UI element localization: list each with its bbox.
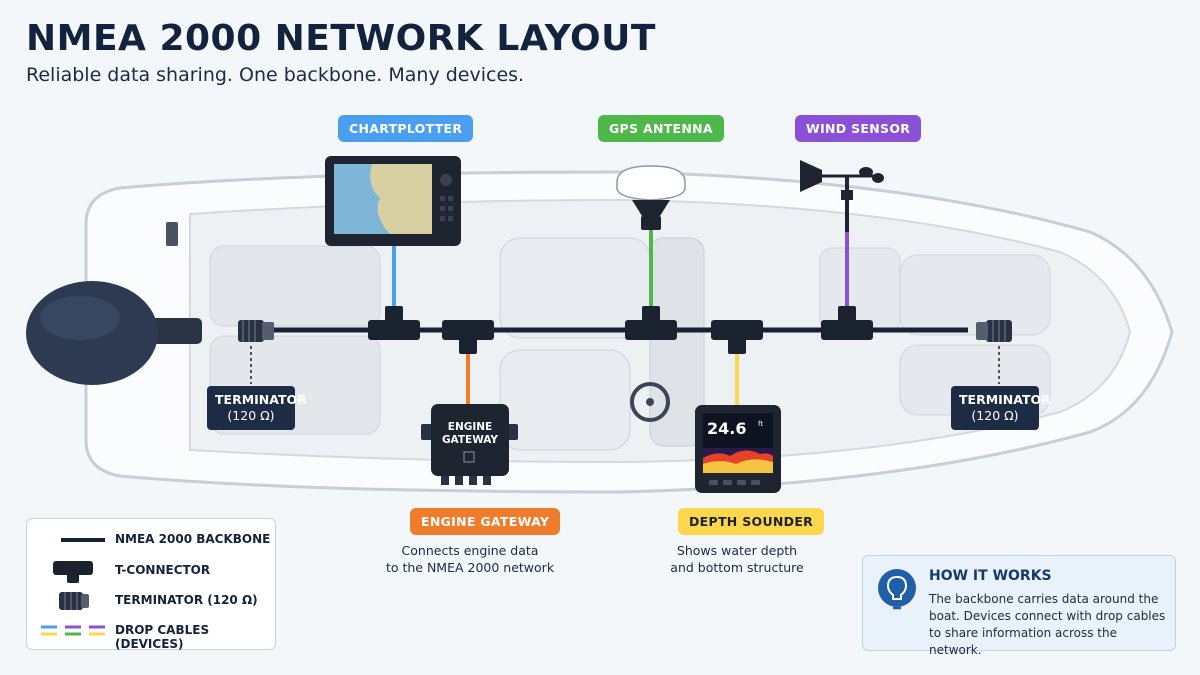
engine-gateway-label: ENGINE GATEWAY <box>410 508 561 535</box>
terminator-legend-icon <box>59 592 89 610</box>
t-connector <box>821 306 873 340</box>
engine-gateway-caption: Connects engine data to the NMEA 2000 ne… <box>385 543 555 575</box>
t-connector <box>368 306 420 340</box>
page-title: NMEA 2000 NETWORK LAYOUT <box>26 18 656 59</box>
depth-unit: ft <box>758 420 763 428</box>
engine-gateway-line2: GATEWAY <box>442 434 498 446</box>
legend-drop-cables: DROP CABLES (DEVICES) <box>27 619 275 651</box>
depth-sounder-caption: Shows water depth and bottom structure <box>670 543 804 575</box>
boat-hull <box>84 170 1174 494</box>
depth-reading: 24.6 <box>707 419 746 438</box>
legend-backbone: NMEA 2000 BACKBONE <box>27 528 275 552</box>
legend: NMEA 2000 BACKBONE T-CONNECTOR TERMINATO… <box>26 518 276 651</box>
depth-sounder-label: DEPTH SOUNDER <box>678 508 825 535</box>
outboard-motor-icon <box>26 281 202 385</box>
gps-antenna-label: GPS ANTENNA <box>598 115 724 142</box>
how-it-works-body: The backbone carries data around the boa… <box>929 592 1166 657</box>
how-it-works-heading: HOW IT WORKS <box>929 568 1052 584</box>
t-connector-legend-icon <box>53 561 93 583</box>
terminator-right <box>976 320 1012 342</box>
t-connector <box>625 306 677 340</box>
t-connector <box>711 320 763 354</box>
page-subtitle: Reliable data sharing. One backbone. Man… <box>26 64 525 86</box>
lightbulb-icon <box>878 569 916 610</box>
backbone-legend-icon <box>61 538 105 542</box>
engine-gateway-device: ENGINE GATEWAY <box>421 404 518 485</box>
terminator-left-label: TERMINATOR (120 Ω) <box>207 386 307 430</box>
wind-sensor-label: WIND SENSOR <box>795 115 922 142</box>
terminator-right-label: TERMINATOR (120 Ω) <box>951 386 1051 430</box>
terminator-left <box>238 320 274 342</box>
depth-sounder-device: 24.6 ft <box>695 405 781 493</box>
t-connector <box>442 320 494 354</box>
legend-tconnector: T-CONNECTOR <box>27 559 275 583</box>
engine-gateway-line1: ENGINE <box>448 421 492 433</box>
chartplotter-label: CHARTPLOTTER <box>338 115 474 142</box>
wind-sensor-device <box>800 160 884 232</box>
gps-antenna-device <box>616 165 686 230</box>
legend-terminator: TERMINATOR (120 Ω) <box>27 589 275 613</box>
drop-cables-legend-icon <box>41 625 105 636</box>
how-it-works-panel: HOW IT WORKS The backbone carries data a… <box>862 555 1176 657</box>
chartplotter-device <box>325 156 461 246</box>
